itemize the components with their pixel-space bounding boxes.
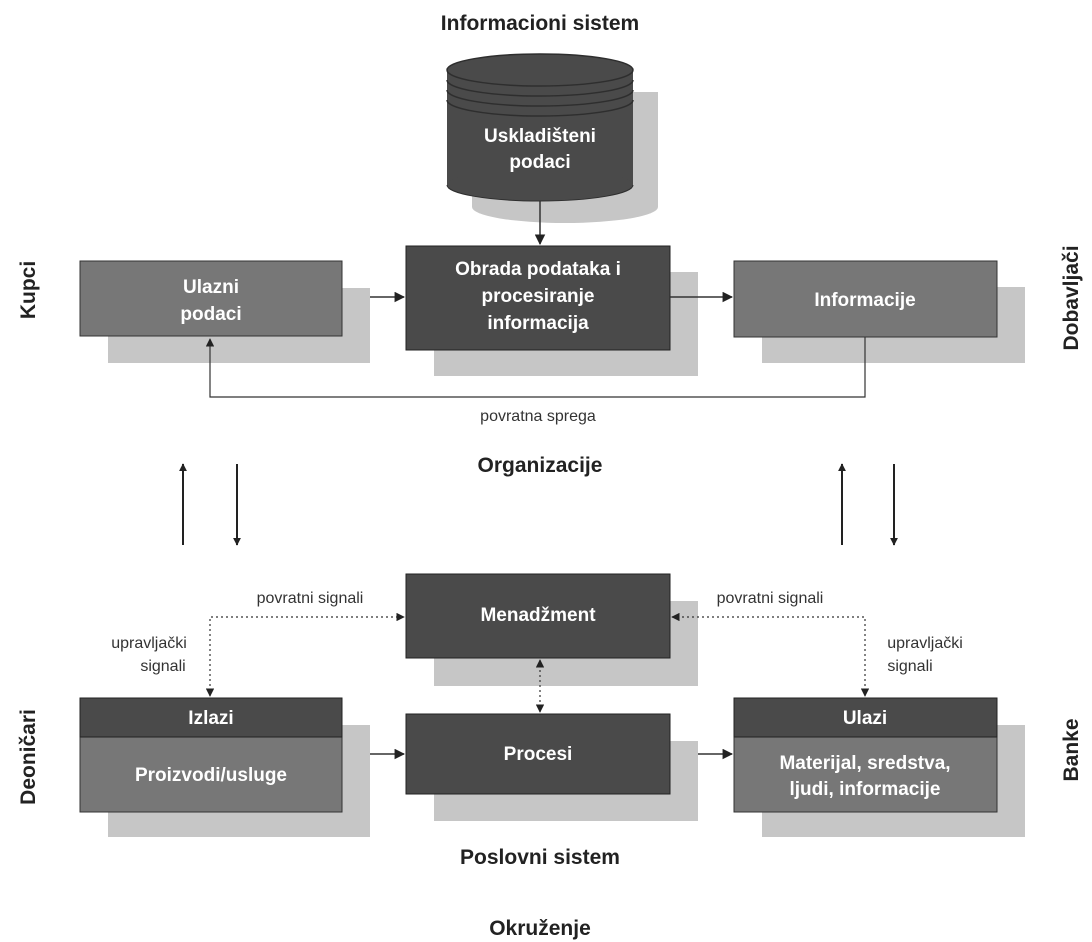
feedback-loop-line — [205, 337, 866, 398]
processes-label: Procesi — [504, 744, 573, 765]
organizations-title: Organizacije — [478, 454, 603, 477]
inputs-body-label-line1: Materijal, sredstva, — [779, 753, 950, 774]
information-label: Informacije — [814, 290, 915, 311]
outputs-body-box — [79, 736, 343, 813]
input-data-label-line2: podaci — [180, 304, 241, 325]
stored-data-database: Uskladišteni podaci — [446, 53, 658, 223]
processing-label-line1: Obrada podataka i — [455, 259, 621, 280]
stored-data-label-line1: Uskladišteni — [484, 126, 596, 147]
banks-label: Banke — [1060, 718, 1083, 781]
processes-box — [405, 713, 671, 795]
shareholders-label: Deoničari — [17, 709, 40, 805]
inputs-header-label: Ulazi — [843, 708, 887, 729]
feedback-signals-right-label: povratni signali — [717, 590, 824, 607]
processing-label-line2: procesiranje — [482, 286, 595, 307]
inputs-body-label-line2: ljudi, informacije — [790, 779, 941, 800]
information-system-title: Informacioni sistem — [441, 12, 639, 35]
input-data-box — [79, 260, 343, 337]
outputs-header-label: Izlazi — [188, 708, 233, 729]
control-signals-right-label-line1: upravljački — [887, 635, 963, 652]
outputs-body-label: Proizvodi/usluge — [135, 765, 287, 786]
environment-title: Okruženje — [489, 917, 591, 940]
feedback-label: povratna sprega — [480, 408, 596, 425]
inputs-body-box — [733, 736, 998, 813]
management-box — [405, 573, 671, 659]
outputs-header-box — [79, 697, 343, 738]
control-signals-left-label-line2: signali — [140, 658, 185, 675]
processing-box — [405, 245, 671, 351]
inputs-header-box — [733, 697, 998, 738]
input-data-label-line1: Ulazni — [183, 277, 239, 298]
feedback-signals-left-label: povratni signali — [257, 590, 364, 607]
stored-data-label-line2: podaci — [509, 152, 570, 173]
business-system-title: Poslovni sistem — [460, 846, 620, 869]
processing-label-line3: informacija — [487, 313, 589, 334]
control-signals-left-label-line1: upravljački — [111, 635, 187, 652]
right-signals-dotted-line — [671, 612, 870, 697]
information-box — [733, 260, 998, 338]
stored-data-body — [447, 70, 633, 185]
customers-label: Kupci — [17, 261, 40, 319]
left-signals-dotted-line — [205, 612, 405, 697]
control-signals-right-label-line2: signali — [887, 658, 932, 675]
management-label: Menadžment — [480, 605, 596, 626]
suppliers-label: Dobavljači — [1060, 245, 1083, 350]
